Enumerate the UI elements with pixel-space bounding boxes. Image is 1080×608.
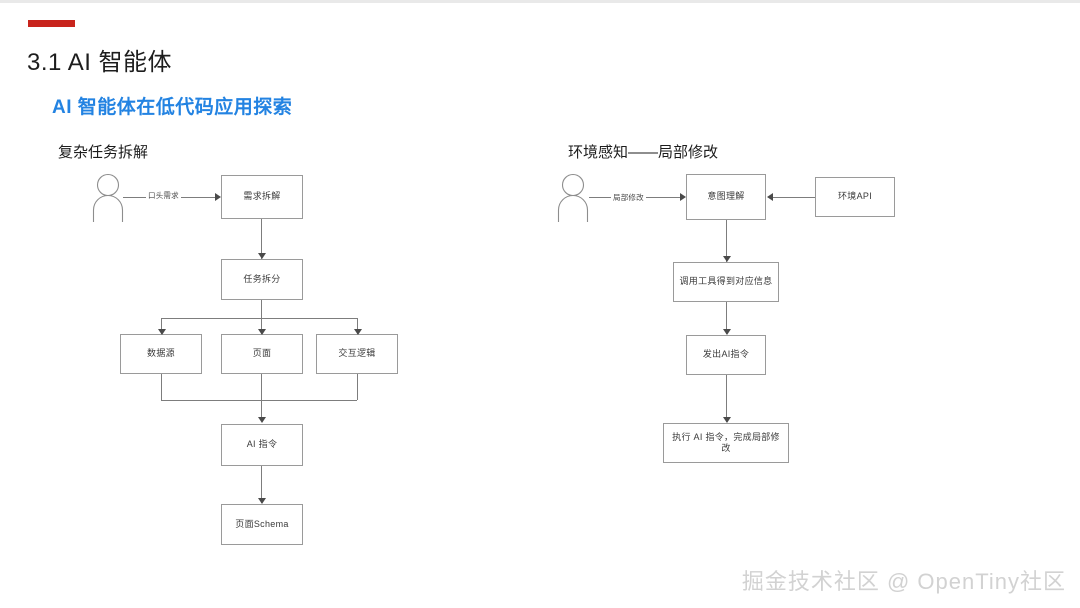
arrowhead-intent-to-calltools <box>723 256 731 262</box>
node-page[interactable]: 页面 <box>221 334 303 374</box>
edge-tasksplit-to-interaction <box>357 318 358 334</box>
edge-tasksplit-to-datasource <box>161 318 162 334</box>
panel-title-complex-task-decomposition: 复杂任务拆解 <box>58 144 149 161</box>
edge-intent-to-calltools <box>726 220 727 262</box>
node-label: 需求拆解 <box>243 191 281 202</box>
person-icon <box>92 173 124 222</box>
edge-label-oral-requirement: 口头需求 <box>146 190 181 201</box>
edge-ai-to-schema <box>261 466 262 503</box>
node-task-split[interactable]: 任务拆分 <box>221 259 303 300</box>
edge-datasource-down <box>161 374 162 400</box>
accent-bar <box>28 20 75 27</box>
node-execute-ai-instruction[interactable]: 执行 AI 指令，完成局部修改 <box>663 423 789 463</box>
node-interaction-logic[interactable]: 交互逻辑 <box>316 334 398 374</box>
watermark: 掘金技术社区 @ OpenTiny社区 <box>741 569 1066 594</box>
arrowhead-issue-to-execute <box>723 417 731 423</box>
node-label: 任务拆分 <box>243 273 281 284</box>
top-edge-strip <box>0 0 1080 3</box>
arrowhead-calltools-to-issue <box>723 329 731 335</box>
page-title: 3.1 AI 智能体 <box>27 49 173 76</box>
arrowhead-actor-to-requirement <box>215 193 221 201</box>
node-label: AI 指令 <box>246 439 278 450</box>
arrowhead-to-datasource <box>158 329 166 335</box>
edge-issue-to-execute <box>726 375 727 422</box>
edge-label-local-modification: 局部修改 <box>611 192 646 203</box>
node-label: 页面Schema <box>235 518 289 529</box>
arrowhead-actor-to-intent <box>680 193 686 201</box>
node-label: 意图理解 <box>707 191 745 202</box>
arrowhead-to-page <box>258 329 266 335</box>
edge-page-down <box>261 374 262 400</box>
node-label: 交互逻辑 <box>338 348 376 359</box>
arrowhead-to-interaction <box>354 329 362 335</box>
arrowhead-ai-to-schema <box>258 498 266 504</box>
edge-tasksplit-to-page <box>261 318 262 334</box>
edge-interaction-down <box>357 374 358 400</box>
edge-tasksplit-stem <box>261 300 262 318</box>
node-call-tools[interactable]: 调用工具得到对应信息 <box>673 262 779 302</box>
arrowhead-envapi-to-intent <box>767 193 773 201</box>
node-label: 执行 AI 指令，完成局部修改 <box>672 431 780 453</box>
node-label: 数据源 <box>147 348 175 359</box>
node-requirement-decomposition[interactable]: 需求拆解 <box>221 175 303 219</box>
edge-envapi-to-intent <box>772 197 815 198</box>
person-icon <box>557 173 589 222</box>
node-issue-ai-instruction[interactable]: 发出AI指令 <box>686 335 766 375</box>
node-ai-instruction[interactable]: AI 指令 <box>221 424 303 466</box>
node-environment-api[interactable]: 环境API <box>815 177 895 217</box>
edge-merge-to-ai <box>261 400 262 420</box>
node-data-source[interactable]: 数据源 <box>120 334 202 374</box>
page-subtitle: AI 智能体在低代码应用探索 <box>52 97 293 118</box>
arrowhead-requirement-to-tasksplit <box>258 253 266 259</box>
edge-requirement-to-tasksplit <box>261 219 262 259</box>
edge-merge-bus <box>161 400 357 401</box>
edge-calltools-to-issue <box>726 302 727 334</box>
node-page-schema[interactable]: 页面Schema <box>221 504 303 545</box>
arrowhead-merge-to-ai <box>258 417 266 423</box>
node-label: 页面 <box>252 348 272 359</box>
node-intent-understanding[interactable]: 意图理解 <box>686 174 766 220</box>
node-label: 环境API <box>837 191 872 202</box>
edge-tasksplit-bus <box>161 318 357 319</box>
node-label: 发出AI指令 <box>702 349 750 360</box>
node-label: 调用工具得到对应信息 <box>679 276 773 287</box>
panel-title-environment-awareness: 环境感知——局部修改 <box>568 144 719 161</box>
